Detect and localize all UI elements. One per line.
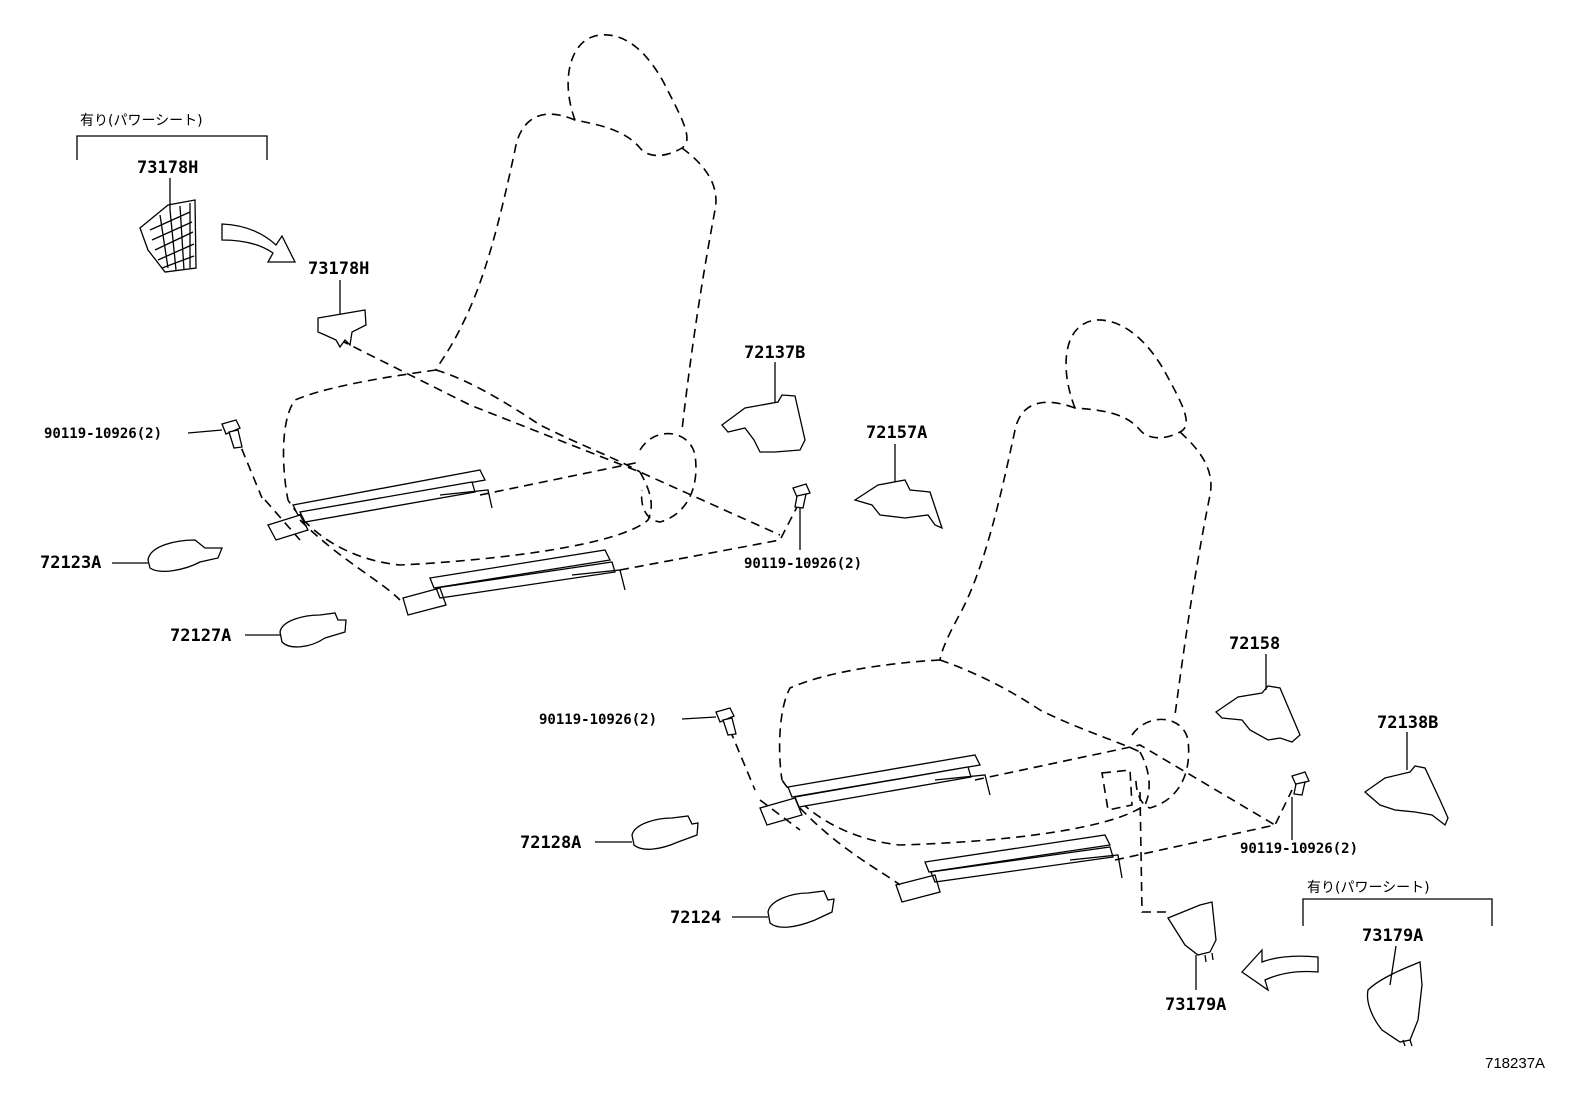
lower-seat-leaders	[729, 729, 1293, 913]
lower-seat-cushion	[778, 659, 1150, 846]
part-72127A	[279, 612, 347, 648]
lower-seat-outer-rail-lower	[930, 846, 1114, 883]
bolt-right-upper	[792, 483, 811, 509]
label-73178H-mid: 73178H	[308, 259, 369, 279]
part-72158	[1214, 685, 1301, 743]
upper-seat-bolster	[639, 432, 697, 523]
label-72124: 72124	[670, 908, 721, 928]
bolt-left-lower	[715, 707, 737, 736]
upper-seat-inner-rail	[292, 469, 486, 516]
part-73179A-detail-tabs	[1402, 1039, 1413, 1047]
upper-seat-outer-rail	[429, 549, 611, 589]
lower-seat-trim	[1101, 769, 1133, 811]
part-73179A	[1167, 901, 1217, 956]
label-bolt-left-lower: 90119-10926(2)	[539, 712, 657, 728]
upper-seat-cushion	[282, 369, 652, 566]
part-73178H-cover-detail	[139, 199, 197, 273]
label-bolt-right-lower: 90119-10926(2)	[1240, 841, 1358, 857]
label-bolt-right-upper: 90119-10926(2)	[744, 556, 862, 572]
bolt-right-lower	[1291, 771, 1310, 796]
part-72137B	[721, 394, 806, 453]
label-73178H-top: 73178H	[137, 158, 198, 178]
upper-seat-leaders	[235, 339, 799, 601]
label-72123A: 72123A	[40, 553, 101, 573]
option-bracket-upper	[76, 135, 268, 160]
option-note-upper: 有り(パワーシート)	[80, 113, 203, 129]
part-72138B	[1363, 765, 1449, 827]
part-72157A	[853, 479, 944, 530]
arrow-lower	[1241, 948, 1319, 992]
arrow-upper	[221, 223, 297, 263]
label-bolt-left-upper: 90119-10926(2)	[44, 426, 162, 442]
part-72124	[767, 890, 835, 928]
leader-lines	[112, 178, 1408, 990]
label-72157A: 72157A	[866, 423, 927, 443]
upper-seat-outer-rail-lower	[435, 561, 616, 599]
upper-seat-backrest	[435, 113, 717, 431]
label-72127A: 72127A	[170, 626, 231, 646]
part-72123A	[147, 539, 223, 572]
bolt-left-upper	[221, 419, 243, 449]
lower-seat-headrest	[1065, 319, 1187, 439]
option-bracket-lower	[1302, 898, 1493, 926]
lower-seat-outer-rail	[924, 834, 1111, 873]
part-72128A	[631, 815, 699, 850]
lower-seat-inner-rail	[787, 754, 981, 798]
lower-seat-backrest	[939, 401, 1212, 716]
upper-seat	[235, 34, 799, 616]
upper-seat-headrest	[567, 34, 688, 157]
figure-code: 718237A	[1485, 1055, 1545, 1072]
label-72128A: 72128A	[520, 833, 581, 853]
part-73179A-tabs	[1204, 952, 1214, 963]
part-73179A-detail	[1366, 961, 1423, 1043]
label-72138B: 72138B	[1377, 713, 1438, 733]
label-72137B: 72137B	[744, 343, 805, 363]
option-note-lower: 有り(パワーシート)	[1307, 880, 1430, 896]
lower-seat-rail-feet	[759, 774, 1123, 903]
lower-seat	[729, 319, 1293, 913]
label-73179A-top: 73179A	[1362, 926, 1423, 946]
label-73179A-bottom: 73179A	[1165, 995, 1226, 1015]
upper-seat-rail-foot-left	[267, 514, 447, 616]
part-73178H-cover	[317, 309, 367, 349]
label-72158: 72158	[1229, 634, 1280, 654]
